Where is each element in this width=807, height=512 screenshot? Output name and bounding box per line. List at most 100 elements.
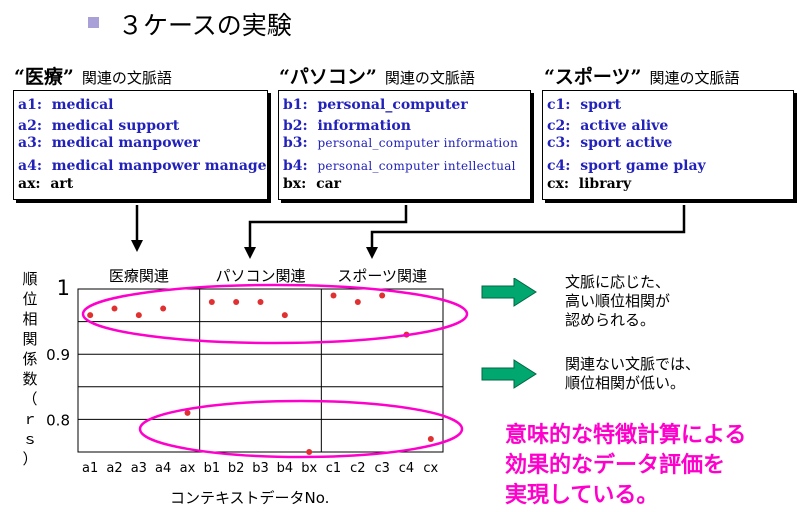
keyword-row: b1: personal_computer bbox=[283, 97, 468, 114]
heading-sports-title: “スポーツ” bbox=[544, 66, 642, 88]
heading-pc-sub: 関連の文脈語 bbox=[384, 69, 475, 87]
data-point bbox=[87, 312, 94, 319]
data-point bbox=[135, 312, 142, 319]
keyword-value: car bbox=[316, 176, 342, 192]
data-point bbox=[208, 299, 215, 306]
keyword-box-sports: c1: sport c2: active alive c3: sport act… bbox=[542, 90, 794, 200]
keyword-value: medical bbox=[51, 97, 114, 113]
keyword-value: sport game play bbox=[580, 158, 706, 174]
keyword-key: b2: bbox=[283, 118, 308, 134]
data-point bbox=[281, 312, 288, 319]
keyword-value: medical manpower manage bbox=[51, 158, 267, 174]
y-axis-label-char: 係 bbox=[22, 350, 38, 368]
keyword-value: personal_computer information bbox=[317, 136, 519, 150]
keyword-row: c3: sport active bbox=[547, 135, 672, 152]
keyword-row: b4: personal_computer intellectual bbox=[283, 158, 516, 175]
heading-medical-title: “医療” bbox=[14, 66, 74, 88]
keyword-key: a2: bbox=[18, 118, 42, 134]
keyword-key: b1: bbox=[283, 97, 308, 113]
keyword-value: sport active bbox=[580, 135, 673, 151]
keyword-value: medical support bbox=[51, 118, 180, 134]
keyword-key: a3: bbox=[18, 135, 42, 151]
x-tick-label: a4 bbox=[155, 461, 171, 476]
x-tick-label: a3 bbox=[131, 461, 147, 476]
keyword-row: c1: sport bbox=[547, 97, 621, 114]
data-point bbox=[257, 299, 264, 306]
keyword-key: c4: bbox=[547, 158, 571, 174]
y-axis-label-char: （ bbox=[22, 390, 38, 408]
y-tick-label: 0.8 bbox=[46, 411, 70, 429]
page-title: ３ケースの実験 bbox=[118, 11, 292, 40]
heading-sports: “スポーツ” 関連の文脈語 bbox=[544, 62, 740, 89]
high-correlation-ellipse bbox=[81, 283, 469, 345]
data-point bbox=[160, 305, 167, 312]
y-axis-label-char: ｒ bbox=[22, 410, 38, 428]
conclusion-text: 意味的な特徴計算による 効果的なデータ評価を 実現している。 bbox=[505, 423, 747, 508]
keyword-box-pc: b1: personal_computer b2: information b3… bbox=[278, 90, 531, 200]
group-label: 医療関連 bbox=[109, 267, 169, 285]
x-tick-label: cx bbox=[423, 461, 438, 476]
green-arrow-icon bbox=[481, 359, 537, 389]
arrowhead-pc bbox=[244, 247, 256, 259]
keyword-value: sport bbox=[580, 97, 622, 113]
title-bullet bbox=[88, 17, 99, 28]
keyword-row: c4: sport game play bbox=[547, 158, 706, 175]
x-tick-label: b1 bbox=[204, 461, 221, 476]
keyword-key: b3: bbox=[283, 135, 308, 151]
heading-pc-title: “パソコン” bbox=[279, 66, 377, 88]
keyword-key: a4: bbox=[18, 158, 42, 174]
x-tick-label: b2 bbox=[228, 461, 245, 476]
note-arrows bbox=[481, 278, 537, 389]
data-point bbox=[184, 409, 191, 416]
data-point bbox=[330, 292, 337, 299]
keyword-key: a1: bbox=[18, 97, 42, 113]
x-tick-label: c4 bbox=[399, 461, 414, 476]
keyword-row: b2: information bbox=[283, 118, 411, 135]
x-tick-label: b3 bbox=[252, 461, 269, 476]
data-point bbox=[111, 305, 118, 312]
keyword-key: bx: bbox=[283, 176, 307, 192]
green-arrow-icon bbox=[481, 278, 537, 307]
x-tick-label: a2 bbox=[106, 461, 122, 476]
keyword-row: ax: art bbox=[18, 176, 73, 193]
note-high-correlation: 文脈に応じた、 高い順位相関が 認められる。 bbox=[565, 273, 671, 329]
keyword-box-medical: a1: medical a2: medical support a3: medi… bbox=[13, 90, 268, 200]
keyword-value: personal_computer bbox=[317, 97, 468, 113]
keyword-key: c1: bbox=[547, 97, 571, 113]
y-tick-label: 1 bbox=[57, 276, 70, 300]
keyword-value: information bbox=[317, 118, 411, 134]
keyword-key: ax: bbox=[18, 176, 41, 192]
connector-pc bbox=[248, 205, 408, 247]
data-point bbox=[354, 299, 361, 306]
keyword-row: cx: library bbox=[547, 176, 631, 193]
x-tick-label: ax bbox=[180, 461, 196, 476]
keyword-key: b4: bbox=[283, 158, 308, 174]
data-point bbox=[427, 435, 434, 442]
x-tick-label: b4 bbox=[277, 461, 294, 476]
x-tick-label: c2 bbox=[350, 461, 365, 476]
y-axis-label-char: 相 bbox=[22, 310, 38, 328]
note-low-correlation: 関連ない文脈では、 順位相関が低い。 bbox=[565, 355, 701, 392]
y-axis-label-char: ） bbox=[22, 450, 38, 468]
connector-sports bbox=[370, 205, 686, 247]
y-axis-label-char: 順 bbox=[22, 270, 38, 288]
x-tick-label: c3 bbox=[374, 461, 389, 476]
x-tick-label: c1 bbox=[326, 461, 341, 476]
keyword-value: medical manpower bbox=[51, 135, 200, 151]
group-label: スポーツ関連 bbox=[337, 267, 427, 285]
plot-frame bbox=[77, 288, 444, 453]
data-point bbox=[306, 449, 313, 455]
x-tick-label: a1 bbox=[82, 461, 98, 476]
y-axis-label-char: 位 bbox=[22, 290, 38, 308]
keyword-value: art bbox=[50, 176, 74, 192]
keyword-row: bx: car bbox=[283, 176, 341, 193]
arrowhead-medical bbox=[131, 240, 143, 252]
keyword-row: a4: medical manpower manage bbox=[18, 158, 267, 175]
keyword-value: active alive bbox=[580, 118, 669, 134]
keyword-value: personal_computer intellectual bbox=[317, 159, 516, 173]
keyword-row: a1: medical bbox=[18, 97, 113, 114]
heading-sports-sub: 関連の文脈語 bbox=[649, 69, 740, 87]
